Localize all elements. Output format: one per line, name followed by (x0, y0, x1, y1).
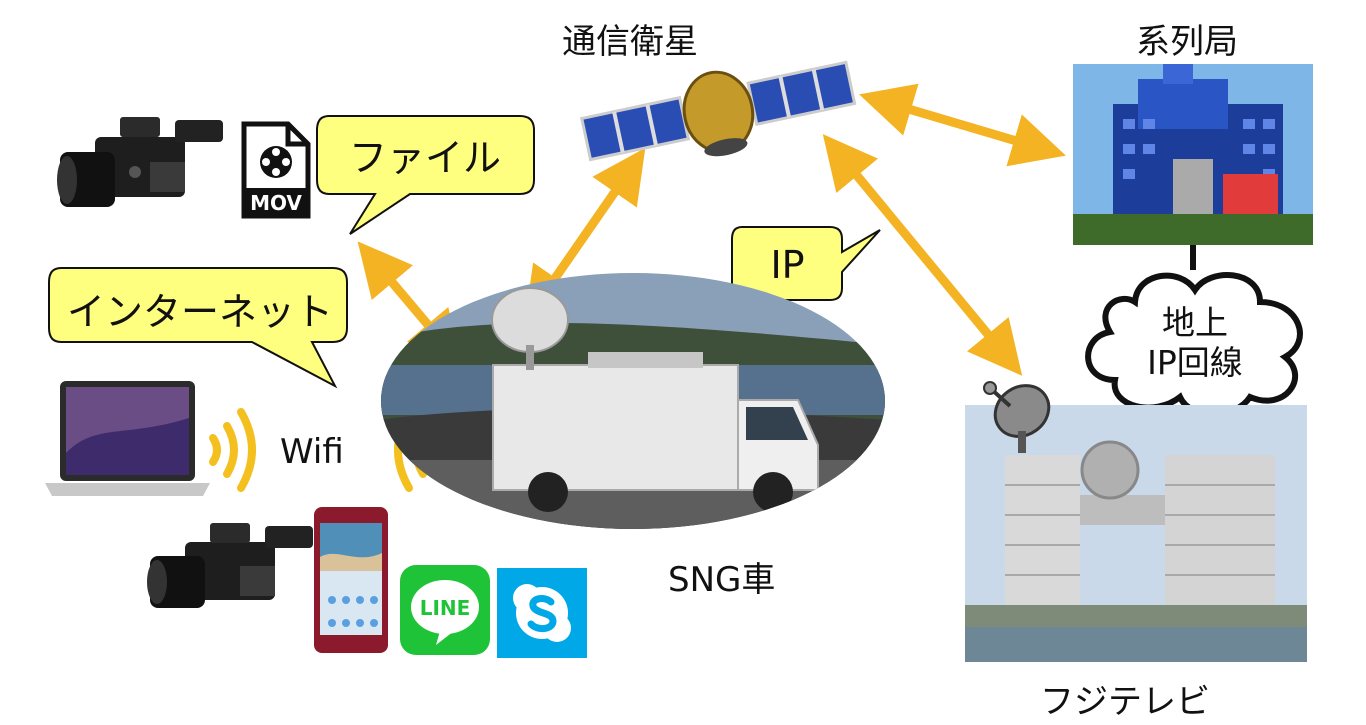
internet-callout (48, 267, 348, 389)
line-app-text: LINE (420, 596, 471, 620)
fujitv-label: フジテレビ (1040, 682, 1210, 722)
satellite-label: 通信衛星 (562, 22, 698, 62)
affiliate-station-image (1073, 64, 1313, 245)
satellite-icon (580, 60, 857, 162)
line-app-icon: LINE (400, 565, 490, 655)
arrow-satellite-fujitv (822, 134, 1023, 376)
affiliate-label: 系列局 (1136, 22, 1238, 62)
camcorder-bottom-icon (147, 523, 313, 608)
arrow-satellite-sng (524, 147, 646, 323)
internet-callout-text: インターネット (66, 290, 333, 334)
satellite-dish-icon (983, 381, 1051, 453)
smartphone-icon (314, 507, 388, 653)
sng-truck-image (381, 273, 885, 529)
file-callout (316, 115, 535, 235)
skype-app-icon (497, 568, 587, 658)
mov-badge-text: MOV (250, 191, 302, 215)
wifi-waves-left-icon (209, 408, 256, 492)
cloud-text-line1: 地上 (1162, 303, 1228, 342)
wifi-label: Wifi (280, 432, 344, 472)
file-callout-text: ファイル (348, 136, 501, 180)
arrow-satellite-affiliate (859, 83, 1066, 167)
ground-ip-cloud: 地上 IP回線 (1085, 272, 1303, 417)
ip-callout-text: IP (770, 243, 805, 287)
sng-truck-label: SNG車 (668, 560, 776, 600)
ip-callout (731, 226, 881, 301)
mov-file-icon: MOV (241, 121, 311, 219)
fujitv-building-image (965, 405, 1307, 662)
laptop-icon (45, 381, 210, 496)
camcorder-icon (57, 117, 223, 207)
cloud-text-line2: IP回線 (1147, 343, 1243, 382)
